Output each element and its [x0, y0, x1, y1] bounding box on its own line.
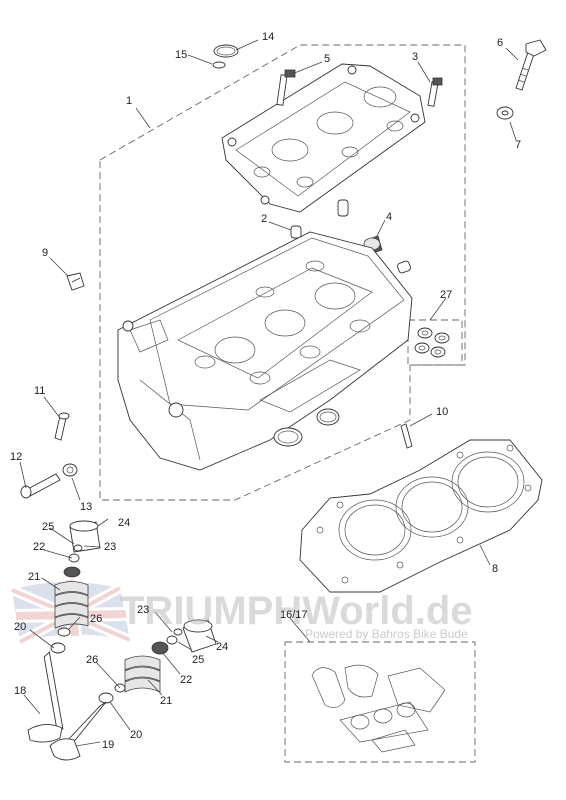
dowel-2	[290, 199, 349, 239]
callout-25b: 25	[192, 654, 204, 666]
leader-lines	[19, 39, 519, 747]
seal-ring-b-inner	[319, 411, 337, 423]
cam-carrier	[221, 63, 426, 213]
head-bolt-6	[515, 39, 547, 91]
dowel-10	[400, 423, 413, 449]
head-gasket-8	[299, 439, 543, 593]
o-ring-15	[212, 61, 226, 69]
callout-3: 3	[412, 51, 418, 63]
cam-carrier-bolt-5	[276, 69, 296, 106]
bolt-12	[20, 473, 61, 499]
callout-18: 18	[14, 685, 26, 697]
callout-26a: 26	[90, 613, 102, 625]
washer-13-inner	[66, 466, 74, 474]
valve-train-left	[27, 520, 101, 743]
o-ring-14-inner	[216, 46, 236, 56]
callout-25a: 25	[42, 521, 54, 533]
callout-26b: 26	[86, 654, 98, 666]
callout-5: 5	[324, 53, 330, 65]
callout-20a: 20	[14, 621, 26, 633]
callout-27: 27	[440, 289, 452, 301]
callout-24a: 24	[118, 517, 130, 529]
head-assembly-boundary	[99, 44, 466, 501]
sensor-9	[66, 272, 85, 291]
callout-23a: 23	[104, 541, 116, 553]
watermark-title: TRIUMPHWorld.de	[120, 589, 473, 633]
cam-carrier-bolt-3	[427, 77, 443, 107]
callout-1: 1	[126, 95, 132, 107]
callout-16-17: 16/17	[280, 609, 308, 621]
washer-7	[496, 106, 514, 120]
callout-7: 7	[515, 139, 521, 151]
callout-8: 8	[492, 563, 498, 575]
callout-6: 6	[497, 37, 503, 49]
callout-14: 14	[262, 31, 274, 43]
callout-19: 19	[102, 739, 114, 751]
gasket-set-boundary	[284, 641, 476, 763]
callout-9: 9	[42, 247, 48, 259]
gasket-set-16-17	[311, 664, 446, 753]
callout-21a: 21	[28, 571, 40, 583]
callout-21b: 21	[160, 695, 172, 707]
valve-train-right	[49, 619, 217, 761]
callout-20b: 20	[130, 729, 142, 741]
callout-15: 15	[175, 49, 187, 61]
watermark-subtitle: Powered by Bahros Bike Bude	[305, 627, 468, 641]
valve-cotter-25a	[73, 544, 83, 552]
washer-13	[62, 463, 78, 477]
callout-4: 4	[386, 211, 392, 223]
callout-23b: 23	[137, 604, 149, 616]
callout-2: 2	[261, 213, 267, 225]
callout-22b: 22	[180, 674, 192, 686]
callout-10: 10	[436, 406, 448, 418]
callout-12: 12	[10, 451, 22, 463]
seal-ring-a-inner	[277, 430, 299, 444]
callout-24b: 24	[216, 641, 228, 653]
callout-22a: 22	[33, 541, 45, 553]
cylinder-head	[117, 231, 413, 471]
bolt-11	[54, 412, 70, 441]
seal-set-27	[414, 327, 450, 358]
callout-13: 13	[80, 501, 92, 513]
seal-set-boundary	[407, 319, 463, 366]
callout-11: 11	[34, 385, 45, 397]
